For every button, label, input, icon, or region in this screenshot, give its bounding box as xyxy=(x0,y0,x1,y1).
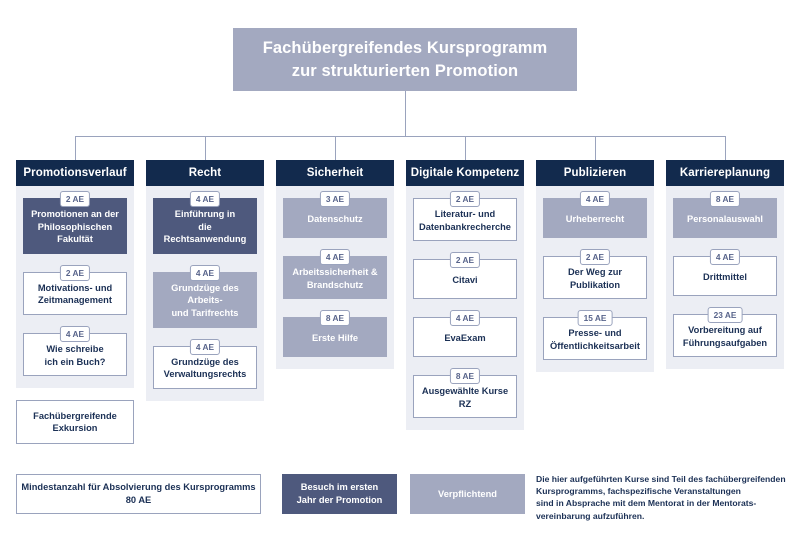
course-box[interactable]: 4 AE Drittmittel xyxy=(673,249,777,296)
course-box[interactable]: 2 AE Citavi xyxy=(413,252,517,300)
diagram-title: Fachübergreifendes Kursprogramm zur stru… xyxy=(233,28,577,91)
ae-badge: 2 AE xyxy=(59,264,91,282)
legend-minimum-box: Mindestanzahl für Absolvierung des Kursp… xyxy=(16,474,261,514)
ae-badge: 4 AE xyxy=(319,249,351,266)
course-label: Personalauswahl xyxy=(687,213,763,224)
legend-note-text: Die hier aufgeführten Kurse sind Teil de… xyxy=(536,474,786,521)
column-header[interactable]: Recht xyxy=(146,160,264,186)
ae-badge: 4 AE xyxy=(189,264,221,282)
connector-drop-4 xyxy=(465,136,466,160)
ae-badge: 2 AE xyxy=(579,249,611,266)
ae-badge: 8 AE xyxy=(449,368,481,385)
connector-drop-5 xyxy=(595,136,596,160)
ae-badge: 2 AE xyxy=(59,191,91,208)
course-label: Datenschutz xyxy=(307,213,363,224)
ae-badge: 4 AE xyxy=(189,338,221,355)
title-line-2: zur strukturierten Promotion xyxy=(291,61,519,80)
ae-badge: 23 AE xyxy=(707,307,743,324)
column-header[interactable]: Publizieren xyxy=(536,160,654,186)
ae-badge: 2 AE xyxy=(449,252,481,269)
course-label: Ausgewählte Kurse RZ xyxy=(421,386,509,409)
ae-badge: 8 AE xyxy=(319,310,351,327)
course-box[interactable]: 3 AE Datenschutz xyxy=(283,191,387,238)
course-label: Drittmittel xyxy=(703,271,747,282)
connector-trunk xyxy=(405,91,406,136)
column-header[interactable]: Promotionsverlauf xyxy=(16,160,134,186)
ae-badge: 8 AE xyxy=(709,191,741,208)
ae-badge: 15 AE xyxy=(577,310,613,327)
course-label: Urheberrecht xyxy=(565,213,625,224)
connector-drop-1 xyxy=(75,136,76,160)
course-box[interactable]: 4 AE EvaExam xyxy=(413,310,517,358)
column-header[interactable]: Sicherheit xyxy=(276,160,394,186)
title-line-1: Fachübergreifendes Kursprogramm xyxy=(262,38,548,57)
course-label: Erste Hilfe xyxy=(312,332,358,343)
column-6: Karriereplanung 8 AE Personalauswahl 4 AE Dr… xyxy=(666,160,784,370)
course-box[interactable]: 8 AE Erste Hilfe xyxy=(283,310,387,358)
ae-badge: 4 AE xyxy=(59,325,91,343)
legend-mandatory-box: Verpflichtend xyxy=(410,474,525,514)
ae-badge: 4 AE xyxy=(709,249,741,266)
connector-drop-2 xyxy=(205,136,206,160)
ae-badge: 3 AE xyxy=(319,191,351,208)
course-label: Der Weg zur Publikation xyxy=(567,267,623,290)
ae-badge: 4 AE xyxy=(189,191,221,208)
legend: Mindestanzahl für Absolvierung des Kursp… xyxy=(0,472,800,532)
connector-drop-6 xyxy=(725,136,726,160)
ae-badge: 4 AE xyxy=(579,191,611,208)
course-box[interactable]: 8 AE Personalauswahl xyxy=(673,191,777,238)
ae-badge: 2 AE xyxy=(449,191,481,208)
course-label: Citavi xyxy=(452,274,478,285)
connector-bus xyxy=(75,136,725,137)
ae-badge: 4 AE xyxy=(449,310,481,327)
course-box[interactable]: 4 AE Urheberrecht xyxy=(543,191,647,238)
course-label: EvaExam xyxy=(444,332,486,343)
course-label: Grundzüge des Arbeits-und Tarifrechts xyxy=(171,282,239,318)
column-header[interactable]: Karriereplanung xyxy=(666,160,784,186)
column-header[interactable]: Digitale Kompetenz xyxy=(406,160,524,186)
connector-drop-3 xyxy=(335,136,336,160)
course-label: Arbeitssicherheit &Brandschutz xyxy=(292,267,378,290)
